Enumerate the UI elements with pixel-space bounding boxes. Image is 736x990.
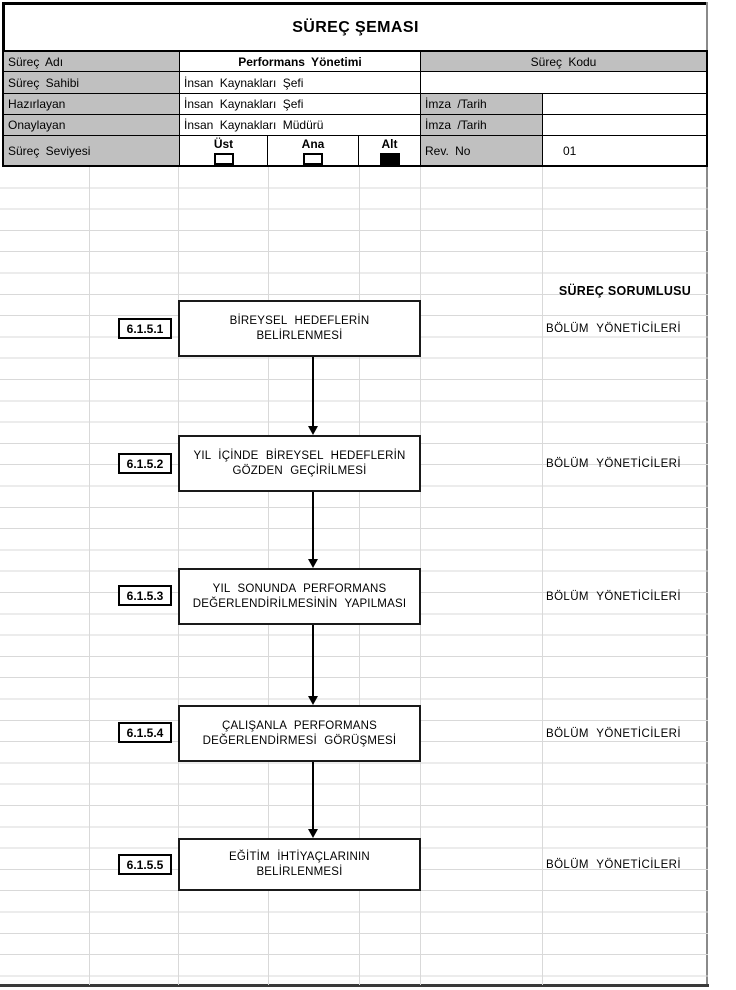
responsible-column-header: SÜREÇ SORUMLUSU <box>558 284 692 298</box>
prepared-by-label: Hazırlayan <box>4 94 180 115</box>
approve-signature-date-label: İmza /Tarih <box>421 115 543 136</box>
step-responsible: BÖLÜM YÖNETİCİLERİ <box>546 322 681 335</box>
process-owner-label: Süreç Sahibi <box>4 72 180 94</box>
rev-no-label: Rev. No <box>421 136 543 165</box>
prep-signature-date-label: İmza /Tarih <box>421 94 543 115</box>
approved-by-label: Onaylayan <box>4 115 180 136</box>
flow-arrow-down <box>306 492 320 568</box>
step-code-box: 6.1.5.5 <box>118 854 172 875</box>
page-bottom-border <box>0 984 709 987</box>
step-responsible: BÖLÜM YÖNETİCİLERİ <box>546 457 681 470</box>
step-responsible: BÖLÜM YÖNETİCİLERİ <box>546 727 681 740</box>
step-responsible: BÖLÜM YÖNETİCİLERİ <box>546 590 681 603</box>
step-code-box: 6.1.5.2 <box>118 453 172 474</box>
level-ust-checkbox[interactable] <box>213 153 234 165</box>
arrow-head <box>307 696 318 705</box>
prep-signature-date-value[interactable] <box>543 94 706 115</box>
level-option-alt: Alt <box>359 136 421 165</box>
step-responsible: BÖLÜM YÖNETİCİLERİ <box>546 858 681 871</box>
process-info-table: Süreç Adı Performans Yönetimi Süreç Kodu… <box>2 50 708 167</box>
process-level-label: Süreç Seviyesi <box>4 136 180 165</box>
process-owner-value: İnsan Kaynakları Şefi <box>180 72 421 94</box>
arrow-head <box>307 559 318 568</box>
approve-signature-date-value[interactable] <box>543 115 706 136</box>
flow-step-box: BİREYSEL HEDEFLERİN BELİRLENMESİ <box>178 300 421 357</box>
level-option-ust: Üst <box>180 136 268 165</box>
step-code-box: 6.1.5.3 <box>118 585 172 606</box>
arrow-shaft <box>312 357 314 426</box>
process-code-label: Süreç Kodu <box>421 52 706 72</box>
arrow-head <box>307 829 318 838</box>
level-alt-checkbox[interactable] <box>379 153 400 165</box>
arrow-head <box>307 426 318 435</box>
page-title: SÜREÇ ŞEMASI <box>2 2 706 50</box>
rev-no-value: 01 <box>563 143 577 158</box>
grid-vline <box>89 167 90 985</box>
flow-step-box: YIL SONUNDA PERFORMANS DEĞERLENDİRİLMESİ… <box>178 568 421 625</box>
process-code-value[interactable] <box>421 72 706 94</box>
arrow-shaft <box>312 762 314 829</box>
level-alt-label: Alt <box>381 137 398 151</box>
process-name-value: Performans Yönetimi <box>180 52 421 72</box>
flow-arrow-down <box>306 762 320 838</box>
step-code-box: 6.1.5.1 <box>118 318 172 339</box>
flow-arrow-down <box>306 357 320 435</box>
approved-by-value: İnsan Kaynakları Müdürü <box>180 115 421 136</box>
arrow-shaft <box>312 492 314 559</box>
prepared-by-value: İnsan Kaynakları Şefi <box>180 94 421 115</box>
flow-step-box: EĞİTİM İHTİYAÇLARININ BELİRLENMESİ <box>178 838 421 891</box>
step-code-box: 6.1.5.4 <box>118 722 172 743</box>
flow-arrow-down <box>306 625 320 705</box>
flow-step-box: YIL İÇİNDE BİREYSEL HEDEFLERİN GÖZDEN GE… <box>178 435 421 492</box>
process-name-label: Süreç Adı <box>4 52 180 72</box>
level-ana-label: Ana <box>301 137 325 151</box>
level-ust-label: Üst <box>213 137 234 151</box>
arrow-shaft <box>312 625 314 696</box>
level-ana-checkbox[interactable] <box>303 153 323 165</box>
level-option-ana: Ana <box>268 136 359 165</box>
grid-vline <box>542 167 543 985</box>
flow-step-box: ÇALIŞANLA PERFORMANS DEĞERLENDİRMESİ GÖR… <box>178 705 421 762</box>
